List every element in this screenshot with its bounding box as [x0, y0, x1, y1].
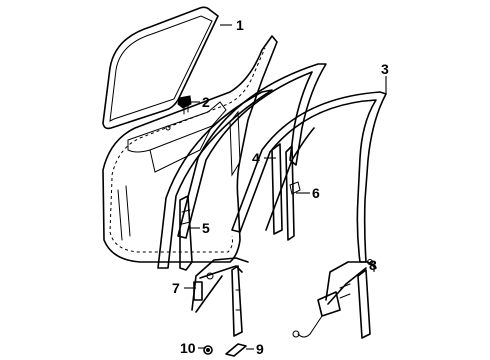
center-sash: [271, 143, 301, 241]
callout-9: 9: [256, 341, 264, 357]
door-glass: [102, 6, 219, 130]
door-panel: [102, 35, 278, 263]
callout-4: 4: [252, 150, 260, 166]
callout-6: 6: [312, 185, 320, 201]
callout-3: 3: [381, 61, 389, 77]
outer-channel: [231, 91, 387, 263]
run-channel: [177, 63, 327, 239]
callout-7: 7: [172, 280, 180, 296]
front-channel: [157, 89, 315, 269]
front-regulator: [191, 257, 249, 337]
callout-8: 8: [369, 257, 377, 273]
callout-5: 5: [202, 220, 210, 236]
callout-numbers: 1 2 3 4 5 6 7 8 9 10: [172, 17, 389, 357]
callout-1: 1: [236, 17, 244, 33]
leader-lines: [184, 24, 387, 350]
escutcheon: [203, 345, 213, 355]
rear-regulator: [292, 259, 377, 339]
window-handle: [225, 343, 247, 357]
callout-10: 10: [180, 340, 196, 356]
callout-2: 2: [202, 94, 210, 110]
glass-guide: [179, 195, 193, 271]
glass-clip: [177, 95, 192, 115]
